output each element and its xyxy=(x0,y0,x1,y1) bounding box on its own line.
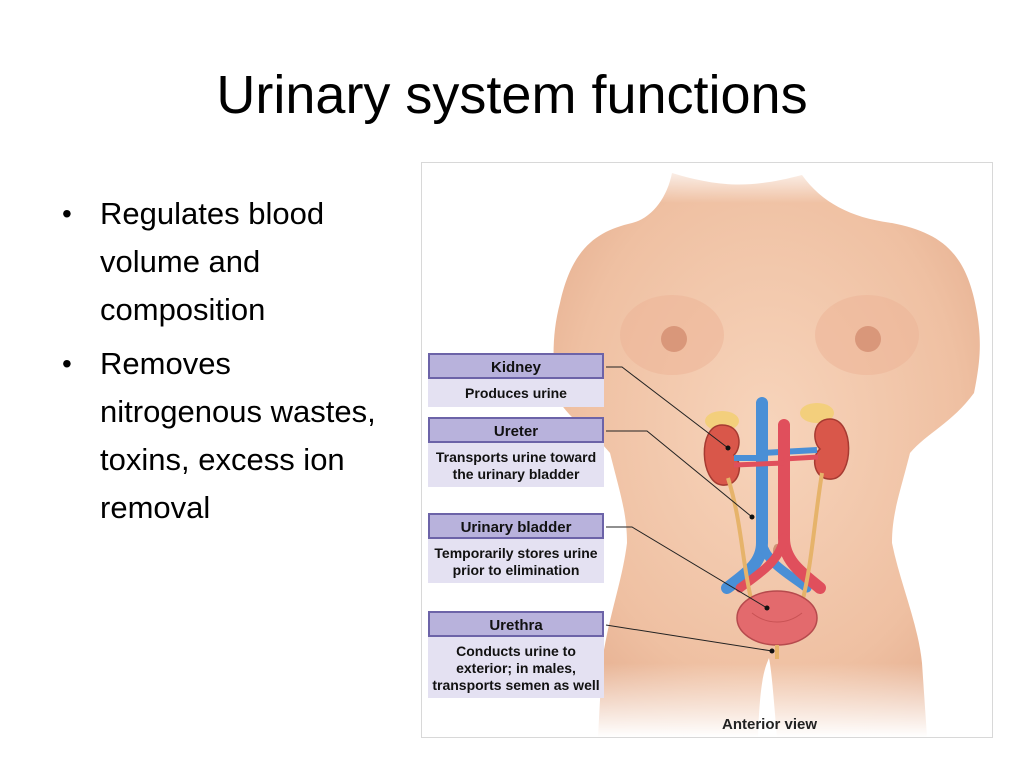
label-description: Transports urine toward the urinary blad… xyxy=(428,443,604,487)
bullet-list: • Regulates blood volume and composition… xyxy=(58,190,388,538)
label-urinary-bladder: Urinary bladder Temporarily stores urine… xyxy=(428,513,604,583)
right-ureter xyxy=(800,472,824,604)
label-title: Urethra xyxy=(428,611,604,637)
left-kidney-icon xyxy=(703,424,741,486)
label-title: Ureter xyxy=(428,417,604,443)
bullet-dot-icon: • xyxy=(62,198,72,229)
right-kidney-icon xyxy=(813,418,850,480)
bullet-text: Removes nitrogenous wastes, toxins, exce… xyxy=(100,346,376,525)
bullet-dot-icon: • xyxy=(62,348,72,379)
label-description: Temporarily stores urine prior to elimin… xyxy=(428,539,604,583)
left-ureter xyxy=(726,477,754,604)
label-kidney: Kidney Produces urine xyxy=(428,353,604,407)
label-ureter: Ureter Transports urine toward the urina… xyxy=(428,417,604,487)
slide-title: Urinary system functions xyxy=(216,65,808,125)
bullet-item: • Regulates blood volume and composition xyxy=(58,190,388,334)
bladder-icon xyxy=(736,590,818,646)
label-urethra: Urethra Conducts urine to exterior; in m… xyxy=(428,611,604,698)
bullet-item: • Removes nitrogenous wastes, toxins, ex… xyxy=(58,340,388,532)
urinary-system-figure: Kidney Produces urine Ureter Transports … xyxy=(421,162,993,738)
label-description: Produces urine xyxy=(428,379,604,407)
figure-caption: Anterior view xyxy=(722,716,818,733)
anatomy-illustration xyxy=(422,163,992,737)
label-title: Urinary bladder xyxy=(428,513,604,539)
label-description: Conducts urine to exterior; in males, tr… xyxy=(428,637,604,698)
bullet-text: Regulates blood volume and composition xyxy=(100,196,325,327)
label-title: Kidney xyxy=(428,353,604,379)
